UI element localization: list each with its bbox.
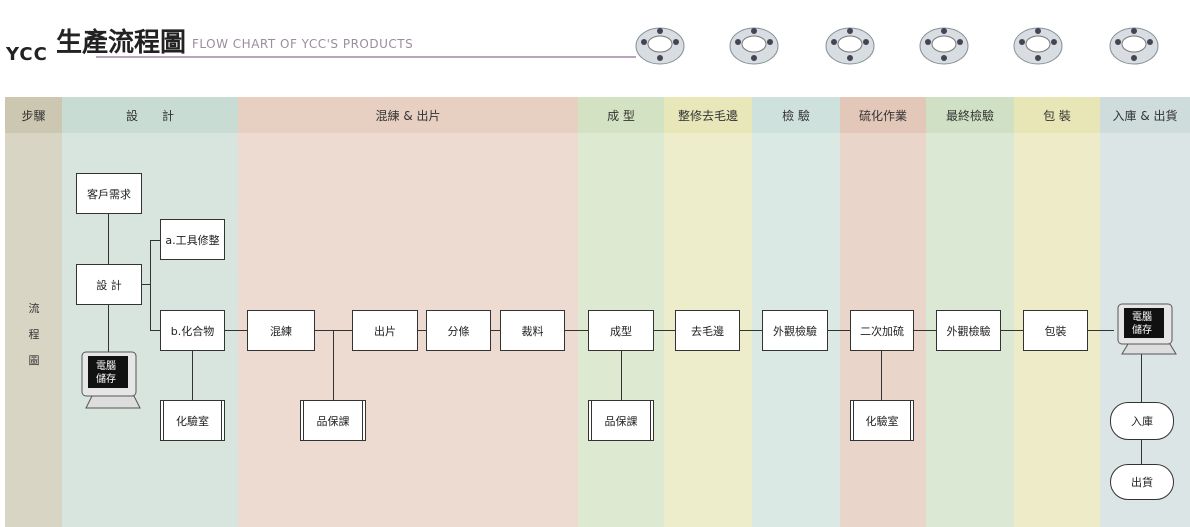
node-qc-2: 品保課 <box>588 400 654 441</box>
node-lab-2: 化驗室 <box>850 400 914 441</box>
connector <box>108 305 109 353</box>
computer-storage-icon <box>81 351 141 409</box>
connector <box>333 330 334 400</box>
connector <box>881 350 882 400</box>
node-cutting: 裁料 <box>500 310 565 351</box>
product-seal-icon <box>1109 27 1159 65</box>
connector <box>914 330 936 331</box>
connector <box>565 330 588 331</box>
side-label-char: 流 <box>28 302 40 315</box>
connector <box>225 330 247 331</box>
connector <box>150 240 151 331</box>
product-seal-icon <box>919 27 969 65</box>
node-design: 設 計 <box>76 264 142 305</box>
node-slitting: 分條 <box>426 310 491 351</box>
connector <box>142 284 150 285</box>
column-header: 整修去毛邊 <box>664 97 752 133</box>
product-seal-icon <box>1013 27 1063 65</box>
column-header: 硫化作業 <box>840 97 926 133</box>
column-header: 包 裝 <box>1014 97 1100 133</box>
brand-logo: YCC <box>6 44 48 65</box>
computer-storage-icon <box>1117 303 1177 355</box>
column-header: 檢 驗 <box>752 97 840 133</box>
node-tool-trimming: a.工具修整 <box>160 219 225 260</box>
connector <box>828 330 850 331</box>
connector <box>1001 330 1023 331</box>
node-visual-inspection-2: 外觀檢驗 <box>936 310 1001 351</box>
column-header: 最終檢驗 <box>926 97 1014 133</box>
column-header: 混練 & 出片 <box>238 97 578 133</box>
column-header: 入庫 & 出貨 <box>1100 97 1190 133</box>
node-post-cure: 二次加硫 <box>850 310 914 351</box>
side-label-char: 程 <box>28 328 40 341</box>
node-mixing: 混練 <box>247 310 315 351</box>
node-lab-1: 化驗室 <box>160 400 225 441</box>
side-label: 流 程 圖 <box>26 296 42 374</box>
product-seal-icon <box>729 27 779 65</box>
page-title: 生產流程圖 <box>56 28 187 58</box>
node-molding: 成型 <box>588 310 654 351</box>
connector <box>740 330 762 331</box>
node-shipping: 出貨 <box>1110 464 1174 500</box>
node-stock-in: 入庫 <box>1110 402 1174 440</box>
node-sheeting: 出片 <box>352 310 418 351</box>
node-packing: 包裝 <box>1023 310 1088 351</box>
connector <box>1141 352 1142 402</box>
connector <box>108 214 109 264</box>
side-label-char: 圖 <box>28 354 40 367</box>
connector <box>150 330 160 331</box>
node-qc-1: 品保課 <box>300 400 366 441</box>
header-divider <box>96 56 636 58</box>
computer-storage-label: 電腦儲存 <box>96 361 116 385</box>
page-subtitle: FLOW CHART OF YCC'S PRODUCTS <box>192 37 414 51</box>
connector <box>150 240 160 241</box>
column-header: 設 計 <box>62 97 238 133</box>
product-seal-icon <box>825 27 875 65</box>
node-visual-inspection-1: 外觀檢驗 <box>762 310 828 351</box>
connector <box>192 350 193 400</box>
column-header: 成 型 <box>578 97 664 133</box>
node-customer-requirement: 客戶需求 <box>76 173 142 214</box>
node-deflashing: 去毛邊 <box>675 310 740 351</box>
connector <box>1141 440 1142 464</box>
column-step: 步驟 <box>5 97 62 527</box>
connector <box>621 350 622 400</box>
column-header: 步驟 <box>5 97 62 133</box>
connector <box>418 330 426 331</box>
node-compound: b.化合物 <box>160 310 225 351</box>
connector <box>491 330 500 331</box>
connector <box>1088 330 1114 331</box>
connector <box>654 330 675 331</box>
product-seal-icon <box>635 27 685 65</box>
computer-storage-label: 電腦儲存 <box>1132 312 1152 336</box>
